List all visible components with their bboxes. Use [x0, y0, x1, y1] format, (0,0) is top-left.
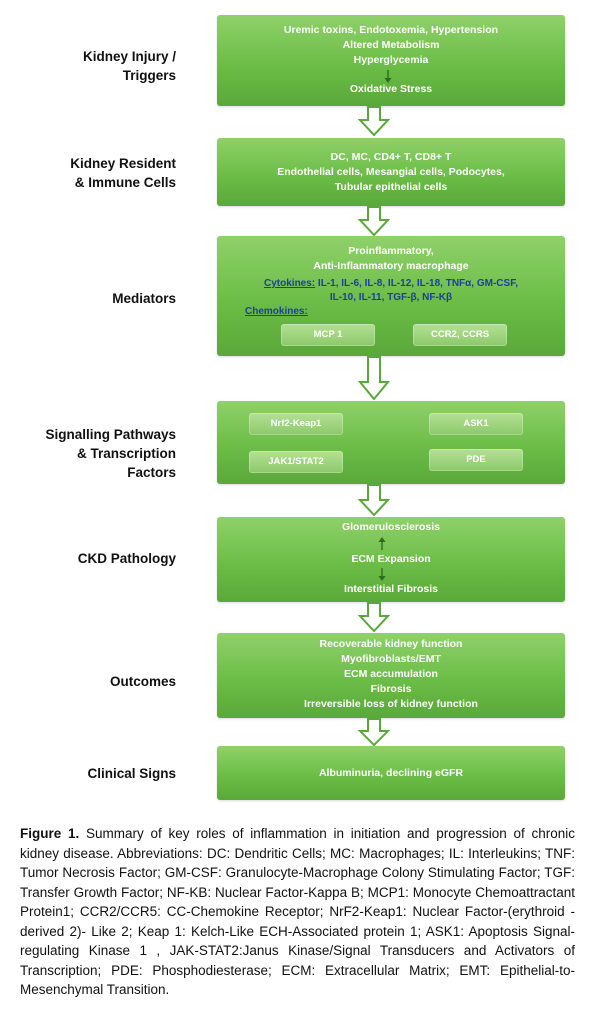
ask1-pill: ASK1	[429, 413, 523, 435]
mcp1-pill: MCP 1	[281, 324, 375, 346]
figure-number: Figure 1.	[20, 826, 80, 841]
outcomes-line-5: Irreversible loss of kidney function	[304, 698, 478, 710]
clinical-box: Albuminuria, declining eGFR	[217, 746, 565, 800]
pathology-line-3: Interstitial Fibrosis	[344, 583, 438, 595]
cytokines-line-2: IL-10, IL-11, TGF-β, NF-Kβ	[329, 292, 453, 303]
flow-arrow-icon	[358, 206, 390, 236]
mediators-line-2: Anti-Inflammatory macrophage	[313, 260, 469, 272]
row-label-cells: Kidney Resident & Immune Cells	[70, 156, 176, 190]
signalling-box: Nrf2-Keap1 ASK1 JAK1/STAT2 PDE	[217, 401, 565, 484]
outcomes-line-1: Recoverable kidney function	[319, 638, 463, 650]
pde-pill: PDE	[429, 449, 523, 471]
row-label-outcomes: Outcomes	[109, 674, 176, 689]
up-arrow-icon	[378, 537, 386, 550]
caption-text: Summary of key roles of inflammation in …	[20, 826, 575, 997]
outcomes-box: Recoverable kidney function Myofibroblas…	[217, 633, 565, 718]
cells-box: DC, MC, CD4+ T, CD8+ T Endothelial cells…	[217, 138, 565, 206]
cytokines-label: Cytokines:	[264, 278, 316, 289]
outcomes-line-3: ECM accumulation	[344, 668, 438, 680]
mediators-box: Proinflammatory, Anti-Inflammatory macro…	[217, 236, 565, 356]
outcomes-line-2: Myofibroblasts/EMT	[341, 653, 441, 665]
jak1-stat2-pill: JAK1/STAT2	[249, 451, 343, 473]
cells-line-3: Tubular epithelial cells	[334, 181, 448, 193]
flow-arrow-icon	[358, 602, 390, 632]
mediators-line-1: Proinflammatory,	[348, 245, 434, 257]
row-label-pathology: CKD Pathology	[77, 551, 176, 566]
ccr-pill: CCR2, CCRS	[413, 324, 507, 346]
triggers-line-2: Altered Metabolism	[342, 39, 440, 51]
down-arrow-icon	[384, 70, 392, 83]
row-label-triggers: Kidney Injury / Triggers	[82, 49, 176, 83]
flow-arrow-icon	[358, 356, 390, 400]
pathology-line-2: ECM Expansion	[351, 553, 431, 565]
chemokines-label-wrap: Chemokines:	[217, 305, 565, 319]
nrf2-keap1-pill: Nrf2-Keap1	[249, 413, 343, 435]
row-label-signalling: Signalling Pathways & Transcription Fact…	[45, 427, 176, 480]
cells-line-2: Endothelial cells, Mesangial cells, Podo…	[277, 166, 505, 178]
figure-caption: Figure 1. Summary of key roles of inflam…	[20, 824, 575, 1000]
flow-arrow-icon	[358, 484, 390, 516]
outcomes-line-4: Fibrosis	[370, 683, 412, 695]
pathology-box: Glomerulosclerosis ECM Expansion Interst…	[217, 517, 565, 602]
row-label-clinical: Clinical Signs	[87, 766, 176, 781]
cells-line-1: DC, MC, CD4+ T, CD8+ T	[330, 151, 452, 163]
triggers-line-1: Uremic toxins, Endotoxemia, Hypertension	[283, 24, 499, 36]
triggers-line-4: Oxidative Stress	[349, 83, 433, 95]
clinical-line-1: Albuminuria, declining eGFR	[318, 767, 464, 779]
flow-arrow-icon	[358, 106, 390, 136]
pathology-line-1: Glomerulosclerosis	[341, 521, 441, 533]
down-arrow-icon	[378, 568, 386, 581]
triggers-box: Uremic toxins, Endotoxemia, Hypertension…	[217, 15, 565, 106]
triggers-line-3: Hyperglycemia	[353, 54, 429, 66]
row-label-mediators: Mediators	[112, 291, 176, 306]
chemokines-label: Chemokines:	[245, 306, 308, 317]
cytokines-line-1: IL-1, IL-6, IL-8, IL-12, IL-18, TNFα, GM…	[315, 278, 518, 289]
flow-arrow-icon	[358, 718, 390, 746]
cytokines-list: Cytokines: IL-1, IL-6, IL-8, IL-12, IL-1…	[217, 277, 565, 305]
